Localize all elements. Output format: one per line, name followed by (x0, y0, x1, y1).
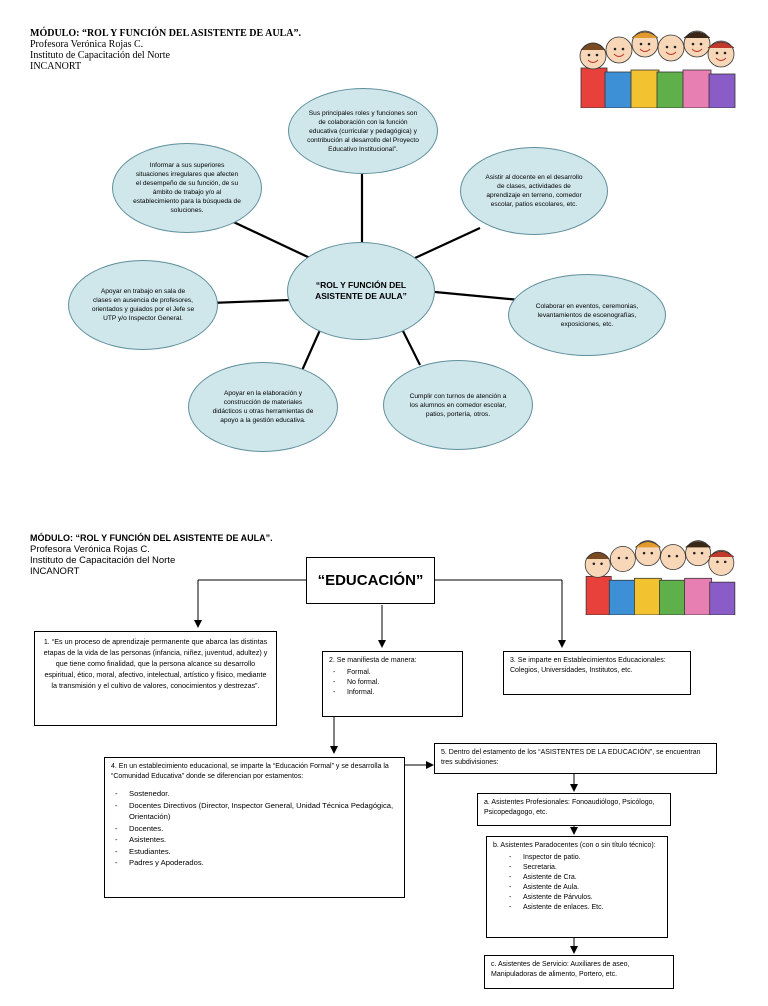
modulo-label: MÓDULO (30, 28, 77, 39)
professional-assistants-box: a. Asistentes Profesionales: Fonoaudiólo… (477, 793, 671, 826)
institute-name: Instituto de Capacitación del Norte (30, 50, 170, 61)
manifestation-box: 2. Se manifiesta de manera: Formal. No f… (322, 651, 463, 717)
assistants-box: 5. Dentro del estamento de los “ASISTENT… (434, 743, 717, 774)
formal-education-box: 4. En un establecimiento educacional, se… (104, 757, 405, 898)
bubble-shifts: Cumplir con turnos de atención a los alu… (383, 360, 533, 450)
formal-education-title: 4. En un establecimiento educacional, se… (111, 763, 389, 780)
list-item: Padres y Apoderados. (111, 857, 398, 869)
central-concept: “ROL Y FUNCIÓN DEL ASISTENTE DE AULA” (287, 242, 435, 340)
bubble-roles: Sus principales roles y funciones son de… (288, 88, 438, 174)
service-assistants-box: c. Asistentes de Servicio: Auxiliares de… (484, 955, 674, 989)
definition-box: 1. “Es un proceso de aprendizaje permane… (34, 631, 277, 726)
service-assistants-text: c. Asistentes de Servicio: Auxiliares de… (491, 961, 630, 978)
manifestation-title: 2. Se manifiesta de manera: (329, 657, 417, 664)
manifestation-list: Formal. No formal. Informal. (329, 668, 456, 698)
page1-header: MÓDULO: “ROL Y FUNCIÓN DEL ASISTENTE DE … (30, 28, 301, 72)
bubble-events: Colaborar en eventos, ceremonias, levant… (508, 274, 666, 356)
definition-text: 1. “Es un proceso de aprendizaje permane… (43, 637, 268, 690)
bubble-materials: Apoyar en la elaboración y construcción … (188, 362, 338, 452)
page2-header: MÓDULO: “ROL Y FUNCIÓN DEL ASISTENTE DE … (30, 533, 273, 577)
list-item: Inspector de patio. (505, 853, 661, 863)
page2-institute: Instituto de Capacitación del Norte (30, 555, 176, 566)
list-item: Formal. (329, 668, 456, 678)
bubble-classroom-support: Apoyar en trabajo en sala de clases en a… (68, 260, 218, 350)
institute-acronym: INCANORT (30, 61, 82, 72)
bubble-assist-teacher: Asistir al docente en el desarrollo de c… (460, 147, 608, 235)
institutions-box: 3. Se imparte en Establecimientos Educac… (503, 651, 691, 695)
education-title: “EDUCACIÓN” (317, 571, 424, 589)
list-item: Secretaria. (505, 863, 661, 873)
paradocentes-list: Inspector de patio. Secretaria. Asistent… (493, 853, 661, 913)
page2-teacher: Profesora Verónica Rojas C. (30, 544, 150, 555)
page2-module-title: MÓDULO: “ROL Y FUNCIÓN DEL ASISTENTE DE … (30, 533, 273, 543)
list-item: Asistente de Párvulos. (505, 893, 661, 903)
education-title-box: “EDUCACIÓN” (306, 557, 435, 604)
paradocentes-title: b. Asistentes Paradocentes (con o sin tí… (493, 842, 656, 849)
paradocentes-box: b. Asistentes Paradocentes (con o sin tí… (486, 836, 668, 938)
list-item: Asistente de enlaces. Etc. (505, 903, 661, 913)
page2-acronym: INCANORT (30, 566, 80, 577)
list-item: Estudiantes. (111, 846, 398, 858)
modulo-title: : “ROL Y FUNCIÓN DEL ASISTENTE DE AULA”. (76, 28, 301, 39)
teacher-name: Profesora Verónica Rojas C. (30, 39, 144, 50)
institutions-text: 3. Se imparte en Establecimientos Educac… (510, 657, 666, 674)
bubble-inform: Informar a sus superiores situaciones ir… (112, 143, 262, 233)
children-illustration-icon (584, 540, 736, 615)
list-item: Docentes Directivos (Director, Inspector… (111, 800, 398, 823)
list-item: Asistentes. (111, 834, 398, 846)
list-item: Informal. (329, 688, 456, 698)
list-item: Asistente de Cra. (505, 873, 661, 883)
list-item: No formal. (329, 678, 456, 688)
list-item: Docentes. (111, 823, 398, 835)
list-item: Sostenedor. (111, 788, 398, 800)
estamentos-list: Sostenedor. Docentes Directivos (Directo… (111, 788, 398, 869)
mindmap-connectors (209, 170, 521, 376)
list-item: Asistente de Aula. (505, 883, 661, 893)
assistants-text: 5. Dentro del estamento de los “ASISTENT… (441, 749, 701, 766)
children-illustration-icon (579, 30, 736, 108)
professional-assistants-text: a. Asistentes Profesionales: Fonoaudiólo… (484, 799, 655, 816)
